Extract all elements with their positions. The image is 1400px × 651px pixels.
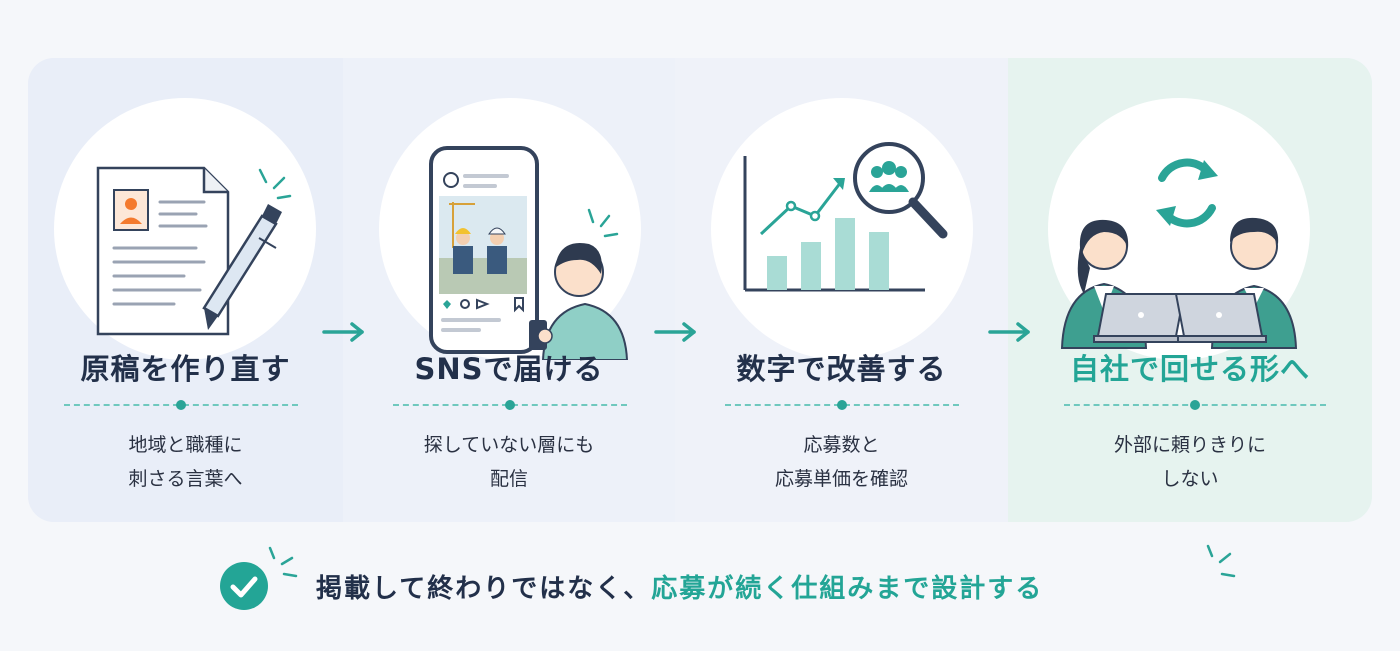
- person-icon: [529, 243, 629, 360]
- step-rewrite: 原稿を作り直す 地域と職種に 刺さる言葉へ: [28, 58, 343, 522]
- step-metrics-illustration: [711, 98, 973, 360]
- separator-dot: [176, 400, 186, 410]
- arrow-right-icon: [322, 322, 364, 342]
- step-sns: SNSで届ける 探していない層にも 配信: [343, 58, 675, 522]
- pen-icon: [202, 204, 282, 330]
- footer-text-highlight: 応募が続く仕組みまで設計する: [651, 574, 1044, 604]
- check-icon: [220, 562, 268, 610]
- footer-text-main: 掲載して終わりではなく、: [316, 574, 652, 604]
- desc-line: 応募数と: [803, 434, 880, 456]
- separator: [64, 400, 298, 410]
- step-title: 数字で改善する: [736, 352, 947, 386]
- footer-message: 掲載して終わりではなく、応募が続く仕組みまで設計する: [220, 544, 1240, 612]
- step-description: 外部に頼りきりに しない: [1008, 428, 1372, 496]
- separator-dot: [1190, 400, 1200, 410]
- separator: [725, 400, 959, 410]
- step-title: 原稿を作り直す: [80, 352, 291, 386]
- step-description: 地域と職種に 刺さる言葉へ: [28, 428, 343, 496]
- step-inhouse: 自社で回せる形へ 外部に頼りきりに しない: [1008, 58, 1372, 522]
- step-inhouse-illustration: [1048, 98, 1310, 360]
- desc-line: 地域と職種に: [128, 434, 243, 456]
- magnifier-users-icon: [853, 142, 948, 239]
- sparkle-icon: [258, 168, 292, 200]
- separator: [1064, 400, 1326, 410]
- step-sns-illustration: [379, 98, 641, 360]
- desc-line: 探していない層にも: [423, 434, 595, 456]
- desc-line: 外部に頼りきりに: [1113, 434, 1266, 456]
- sparkle-icon: [587, 208, 619, 238]
- arrow-right-icon: [654, 322, 696, 342]
- desc-line: 応募単価を確認: [774, 468, 908, 490]
- separator-dot: [505, 400, 515, 410]
- document-icon: [96, 166, 230, 336]
- smartphone-icon: [429, 146, 539, 354]
- step-description: 探していない層にも 配信: [343, 428, 675, 496]
- step-description: 応募数と 応募単価を確認: [675, 428, 1008, 496]
- process-panel: 原稿を作り直す 地域と職種に 刺さる言葉へ: [28, 58, 1372, 522]
- separator-dot: [837, 400, 847, 410]
- step-metrics: 数字で改善する 応募数と 応募単価を確認: [675, 58, 1008, 522]
- step-rewrite-illustration: [54, 98, 316, 360]
- desc-line: しない: [1161, 468, 1219, 490]
- arrow-right-icon: [988, 322, 1030, 342]
- bar-chart-icon: [743, 156, 925, 292]
- sparkle-icon: [268, 546, 298, 578]
- separator: [393, 400, 627, 410]
- step-title: SNSで届ける: [414, 352, 604, 386]
- footer-text: 掲載して終わりではなく、応募が続く仕組みまで設計する: [316, 568, 1043, 605]
- step-title: 自社で回せる形へ: [1069, 352, 1310, 386]
- sparkle-icon: [1206, 544, 1236, 578]
- desc-line: 配信: [489, 468, 528, 490]
- laptop-icon: [1093, 293, 1186, 343]
- desc-line: 刺さる言葉へ: [128, 468, 243, 490]
- laptop-icon: [1174, 293, 1267, 343]
